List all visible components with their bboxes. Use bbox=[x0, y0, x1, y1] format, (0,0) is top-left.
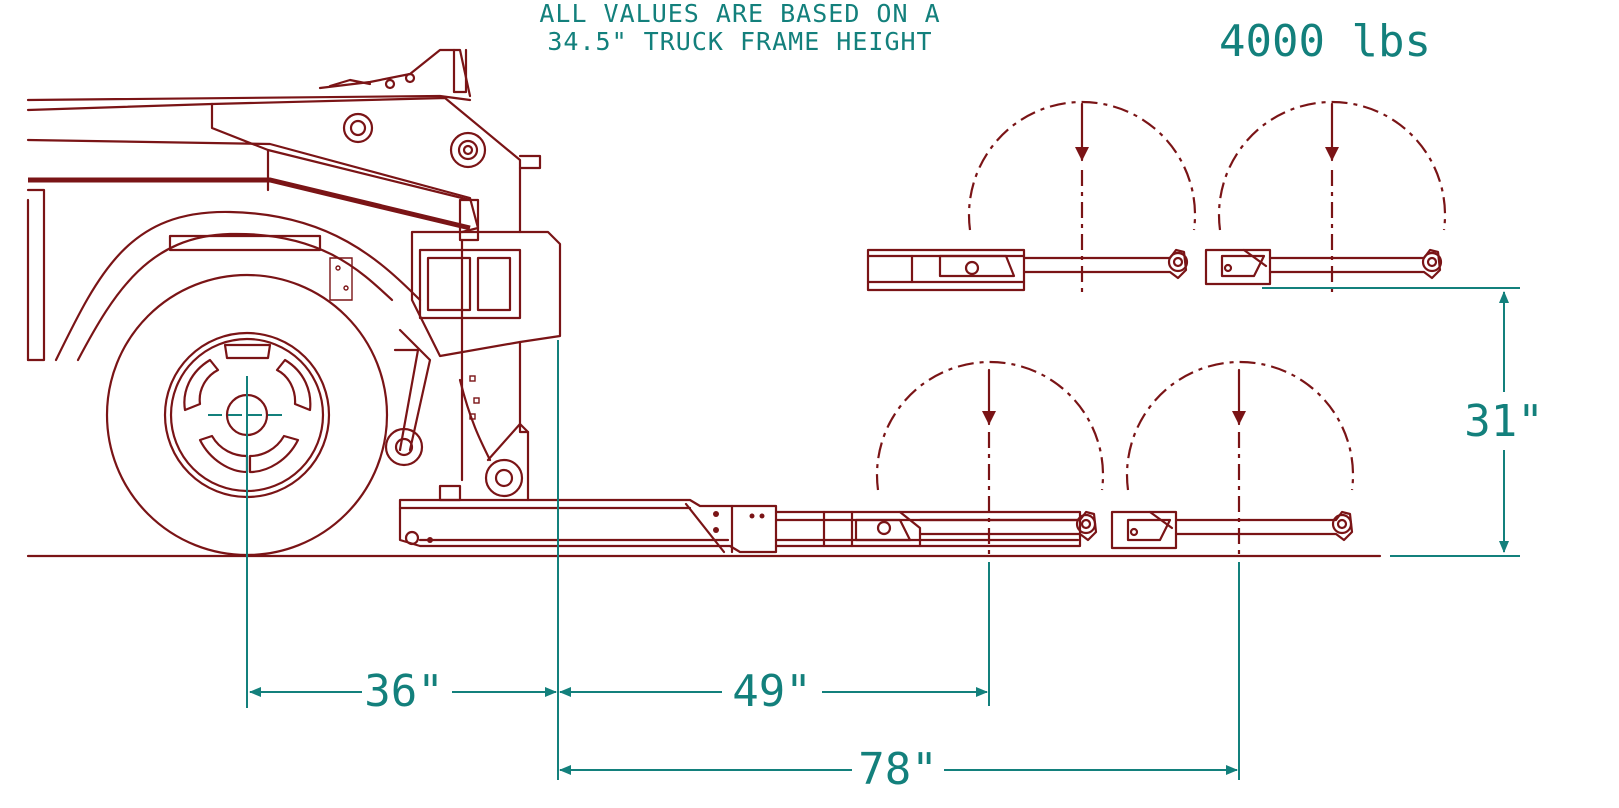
dimension-49: 49" bbox=[732, 666, 811, 717]
upper-load-head-2 bbox=[1204, 248, 1443, 286]
dimension-36: 36" bbox=[364, 666, 443, 717]
note-line-1: ALL VALUES ARE BASED ON A bbox=[539, 0, 940, 28]
dimension-lines bbox=[208, 287, 1520, 780]
upper-load-head-1 bbox=[866, 248, 1189, 292]
lower-load-head-1 bbox=[918, 510, 1098, 542]
lower-wheel-outline-1 bbox=[875, 360, 1105, 491]
load-arrows bbox=[982, 102, 1339, 556]
lift-mechanism bbox=[384, 198, 562, 502]
lower-wheel-outline-2 bbox=[1125, 360, 1355, 491]
boom-base bbox=[398, 498, 1082, 554]
capacity-label: 4000 lbs bbox=[1219, 16, 1431, 67]
note-line-2: 34.5" TRUCK FRAME HEIGHT bbox=[547, 27, 932, 56]
truck-body bbox=[26, 48, 542, 362]
wheel-outlines bbox=[875, 100, 1447, 491]
dimension-31: 31" bbox=[1464, 396, 1543, 447]
upper-wheel-outline-1 bbox=[967, 100, 1197, 231]
lower-load-head-2 bbox=[1110, 510, 1354, 550]
upper-wheel-outline-2 bbox=[1217, 100, 1447, 231]
dimension-78: 78" bbox=[858, 744, 937, 795]
